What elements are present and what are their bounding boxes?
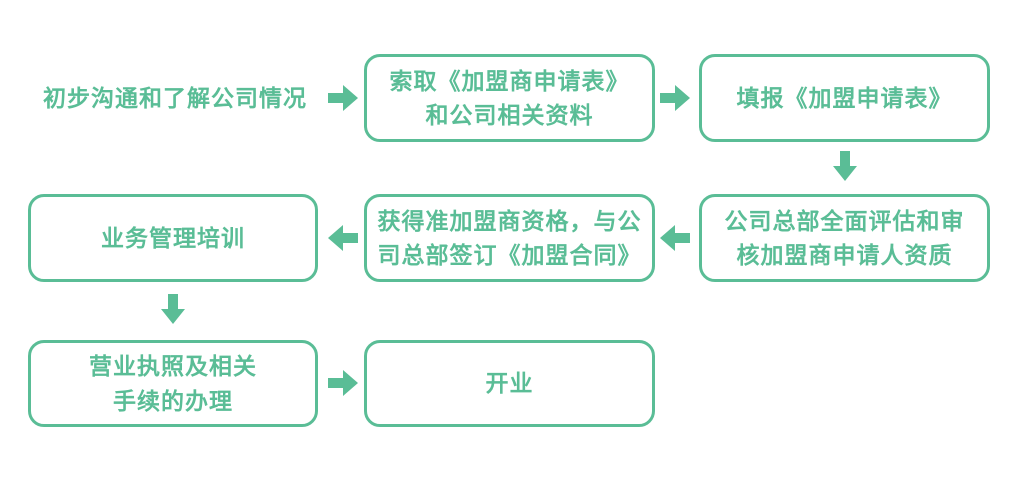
node-fill-application-form: 填报《加盟申请表》: [699, 54, 990, 142]
node-label: 填报《加盟申请表》: [736, 84, 953, 111]
node-label: 索取《加盟商申请表》: [389, 67, 630, 94]
node-request-application-form: 索取《加盟商申请表》 和公司相关资料: [364, 54, 655, 142]
node-label: 开业: [485, 370, 534, 397]
node-business-training: 业务管理培训: [28, 194, 318, 282]
node-opening: 开业: [364, 340, 655, 427]
node-label: 和公司相关资料: [425, 102, 594, 128]
arrow-down-icon: [161, 294, 185, 324]
node-label: 核加盟商申请人资质: [736, 242, 953, 268]
node-initial-communication: 初步沟通和了解公司情况: [30, 54, 320, 142]
arrow-left-icon: [328, 225, 358, 251]
node-sign-franchise-contract: 获得准加盟商资格，与公 司总部签订《加盟合同》: [364, 194, 655, 282]
node-label: 司总部签订《加盟合同》: [377, 242, 642, 268]
arrow-down-icon: [833, 151, 857, 181]
arrow-right-icon: [328, 370, 358, 396]
node-label: 初步沟通和了解公司情况: [43, 84, 307, 111]
node-label: 获得准加盟商资格，与公: [377, 207, 642, 234]
node-label: 业务管理培训: [101, 224, 245, 251]
arrow-right-icon: [328, 85, 358, 111]
node-headquarters-evaluation: 公司总部全面评估和审 核加盟商申请人资质: [699, 194, 990, 282]
node-business-license: 营业执照及相关 手续的办理: [28, 340, 318, 427]
node-label: 营业执照及相关: [89, 353, 257, 379]
arrow-left-icon: [660, 225, 690, 251]
node-label: 手续的办理: [113, 387, 233, 414]
arrow-right-icon: [660, 85, 690, 111]
node-label: 公司总部全面评估和审: [724, 207, 965, 234]
